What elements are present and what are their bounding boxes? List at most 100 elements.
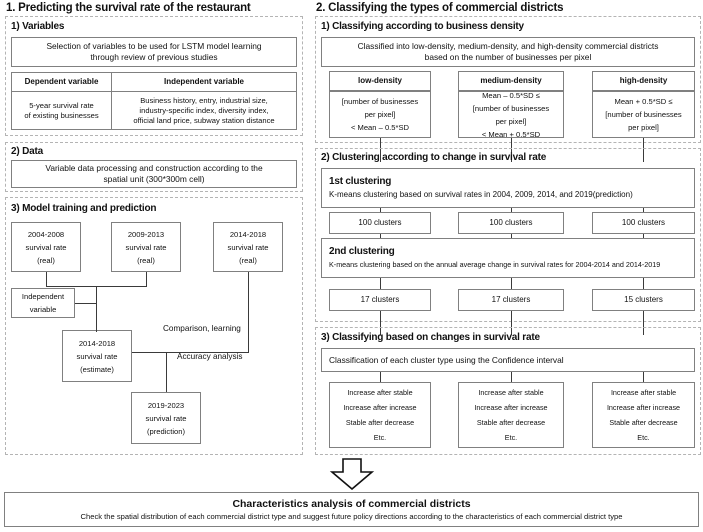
- connector-2014real-down: [248, 272, 249, 352]
- connector-first-low-down: [380, 208, 381, 212]
- density-body-high: Mean + 0.5*SD ≤ [number of businesses pe…: [592, 91, 695, 138]
- first-clustering-box: 1st clustering K-means clustering based …: [321, 168, 695, 208]
- variables-table: Dependent variable Independent variable …: [11, 72, 297, 130]
- connector-low-to-2nd: [380, 234, 381, 238]
- second-clusters-medium: 17 clusters: [458, 289, 564, 311]
- second-clusters-low: 17 clusters: [329, 289, 431, 311]
- box-2014est-line2: survival rate: [76, 351, 118, 361]
- density-header-medium: medium-density: [458, 71, 564, 91]
- density-intro-box: Classified into low-density, medium-dens…: [321, 37, 695, 67]
- density-header-low: low-density: [329, 71, 431, 91]
- med-line1: Mean – 0.5*SD ≤: [482, 90, 540, 100]
- label-accuracy-analysis: Accuracy analysis: [177, 352, 243, 361]
- connector-bus-to-junction: [96, 286, 97, 332]
- box-2009-line3: (real): [137, 255, 155, 265]
- connector-2nd-med-down: [511, 278, 512, 289]
- density-heading: 1) Classifying according to business den…: [321, 21, 524, 32]
- independent-line1: Business history, entry, industrial size…: [140, 95, 268, 105]
- footer-subtitle: Check the spatial distribution of each c…: [80, 511, 623, 521]
- connector-first-med-down: [511, 208, 512, 212]
- connector-2nd-high-down: [643, 278, 644, 289]
- panel2-section-density: [315, 16, 701, 143]
- variables-intro-box: Selection of variables to be used for LS…: [11, 37, 297, 67]
- data-body-line2: spatial unit (300*300m cell): [103, 174, 205, 184]
- connector-high-to-2nd: [643, 234, 644, 238]
- box-2009-line1: 2009-2013: [127, 229, 165, 239]
- connector-down-to-2019: [166, 352, 167, 392]
- density-header-high: high-density: [592, 71, 695, 91]
- variables-intro-line2: through review of previous studies: [90, 52, 218, 62]
- second-clusters-high: 15 clusters: [592, 289, 695, 311]
- type-low-line2: Increase after increase: [343, 403, 417, 412]
- footer-title: Characteristics analysis of commercial d…: [232, 497, 471, 510]
- table-header-dependent: Dependent variable: [11, 72, 112, 92]
- data-body-line1: Variable data processing and constructio…: [45, 163, 263, 173]
- panel1-section-data: [5, 142, 303, 192]
- data-heading: 2) Data: [11, 146, 43, 157]
- label-comparison-learning: Comparison, learning: [163, 324, 241, 333]
- connector-2004-down: [46, 272, 47, 286]
- dependent-line1: 5-year survival rate: [29, 100, 94, 110]
- changes-heading: 3) Classifying based on changes in survi…: [321, 332, 540, 343]
- panel2-title: 2. Classifying the types of commercial d…: [316, 2, 564, 14]
- box-2014real-line1: 2014-2018: [229, 229, 267, 239]
- type-high-line3: Stable after decrease: [609, 418, 678, 427]
- box-2014-2018-real: 2014-2018 survival rate (real): [213, 222, 283, 272]
- connector-clusters-to-sec3-low: [380, 311, 381, 335]
- independent-line3: official land price, subway station dist…: [133, 115, 275, 125]
- table-cell-dependent: 5-year survival rate of existing busines…: [11, 91, 112, 130]
- box-2004-line1: 2004-2008: [27, 229, 65, 239]
- connector-intro-to-type-low: [380, 372, 381, 382]
- panel2-section-changes: [315, 327, 701, 455]
- connector-clusters-to-sec3-med: [511, 311, 512, 335]
- change-types-medium: Increase after stable Increase after inc…: [458, 382, 564, 448]
- box-2014-2018-estimate: 2014-2018 survival rate (estimate): [62, 330, 132, 382]
- type-med-line1: Increase after stable: [478, 388, 544, 397]
- connector-low-to-clustering: [380, 138, 381, 162]
- table-cell-independent: Business history, entry, industrial size…: [111, 91, 297, 130]
- first-clusters-high: 100 clusters: [592, 212, 695, 234]
- first-clusters-low: 100 clusters: [329, 212, 431, 234]
- panel1-section-model: [5, 197, 303, 455]
- box-2019-2023-prediction: 2019-2023 survival rate (prediction): [131, 392, 201, 444]
- data-body-box: Variable data processing and constructio…: [11, 160, 297, 188]
- low-line2: per pixel]: [364, 110, 396, 119]
- type-med-line4: Etc.: [504, 433, 518, 442]
- type-high-line4: Etc.: [637, 433, 650, 442]
- box-2009-2013-real: 2009-2013 survival rate (real): [111, 222, 181, 272]
- model-heading: 3) Model training and prediction: [11, 203, 157, 214]
- independent-line2: industry-specific index, diversity index…: [139, 105, 269, 115]
- density-intro-line1: Classified into low-density, medium-dens…: [357, 41, 659, 51]
- connector-med-to-2nd: [511, 234, 512, 238]
- second-clustering-box: 2nd clustering K-means clustering based …: [321, 238, 695, 278]
- panel1-title: 1. Predicting the survival rate of the r…: [6, 2, 251, 14]
- box-2019-line3: (prediction): [147, 426, 185, 436]
- second-clustering-title: 2nd clustering: [329, 246, 395, 258]
- box-independent-variable: Independent variable: [11, 288, 75, 318]
- connector-2009-down: [146, 272, 147, 286]
- density-intro-line2: based on the number of businesses per pi…: [424, 52, 592, 62]
- low-line3: < Mean – 0.5*SD: [350, 123, 410, 132]
- type-med-line2: Increase after increase: [474, 403, 548, 412]
- box-2014est-line1: 2014-2018: [78, 338, 116, 348]
- box-2014real-line3: (real): [239, 255, 257, 265]
- box-2019-line2: survival rate: [145, 413, 187, 423]
- second-clustering-desc: K-means clustering based on the annual a…: [329, 260, 661, 270]
- connector-high-to-clustering: [643, 138, 644, 162]
- type-low-line4: Etc.: [373, 433, 387, 442]
- box-2004-2008-real: 2004-2008 survival rate (real): [11, 222, 81, 272]
- box-2019-line1: 2019-2023: [147, 400, 185, 410]
- type-low-line1: Increase after stable: [347, 388, 413, 397]
- connector-2nd-low-down: [380, 278, 381, 289]
- first-clustering-title: 1st clustering: [329, 175, 392, 187]
- change-types-high: Increase after stable Increase after inc…: [592, 382, 695, 448]
- connector-first-high-down: [643, 208, 644, 212]
- panel2-section-clustering: [315, 148, 701, 322]
- high-line1: Mean + 0.5*SD ≤: [614, 97, 673, 106]
- box-2004-line2: survival rate: [25, 242, 67, 252]
- med-line2: [number of businesses: [472, 103, 550, 113]
- connector-indep-to-junction: [75, 303, 97, 304]
- variables-heading: 1) Variables: [11, 21, 65, 32]
- footer-box: Characteristics analysis of commercial d…: [4, 492, 699, 527]
- box-2014real-line2: survival rate: [227, 242, 269, 252]
